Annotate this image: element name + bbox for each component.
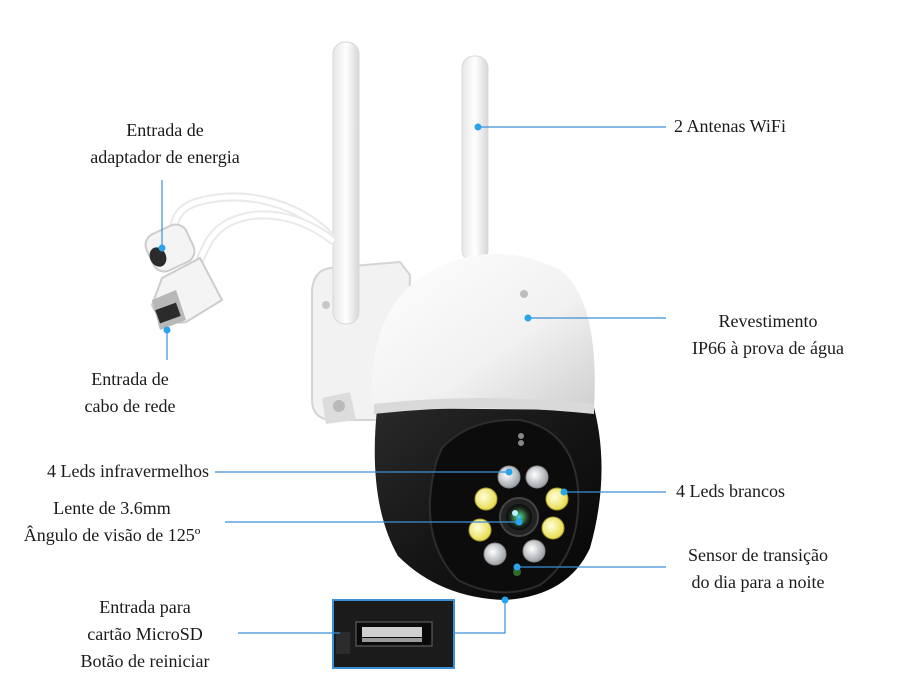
white-leds-line-1: 4 Leds brancos [676, 481, 785, 501]
callout-dots [158, 123, 568, 604]
callout-lens: Lente de 3.6mm Ângulo de visão de 125º [2, 495, 222, 549]
callout-ir-leds: 4 Leds infravermelhos [5, 458, 209, 485]
power-and-network-cables [170, 192, 337, 270]
callout-white-leds: 4 Leds brancos [676, 478, 876, 505]
housing-line-2: IP66 à prova de água [692, 338, 844, 358]
day-night-sensor-line-1: Sensor de transição [688, 545, 828, 565]
day-night-sensor-line-2: do dia para a noite [691, 572, 825, 592]
ir-leds-line-1: 4 Leds infravermelhos [47, 461, 209, 481]
rj45-network-jack [150, 256, 224, 330]
microsd-slot-inset [332, 599, 455, 669]
microsd-line-3: Botão de reiniciar [80, 651, 210, 671]
power-input-line-1: Entrada de [126, 120, 204, 140]
lens-line-1: Lente de 3.6mm [53, 498, 171, 518]
antennas-line-1: 2 Antenas WiFi [674, 116, 786, 136]
network-input-line-1: Entrada de [91, 369, 169, 389]
microsd-line-2: cartão MicroSD [87, 624, 203, 644]
callout-network-input: Entrada de cabo de rede [55, 366, 205, 420]
housing-line-1: Revestimento [718, 311, 818, 331]
callout-day-night-sensor: Sensor de transição do dia para a noite [668, 542, 848, 596]
network-input-line-2: cabo de rede [84, 396, 176, 416]
callout-microsd: Entrada para cartão MicroSD Botão de rei… [60, 594, 230, 675]
callout-power-input: Entrada de adaptador de energia [60, 117, 270, 171]
callout-housing: Revestimento IP66 à prova de água [668, 308, 868, 362]
power-input-line-2: adaptador de energia [90, 147, 240, 167]
led-ring [468, 465, 569, 576]
callout-antennas: 2 Antenas WiFi [674, 113, 874, 140]
microsd-line-1: Entrada para [99, 597, 191, 617]
lens-line-2: Ângulo de visão de 125º [23, 525, 201, 545]
callout-leaders [161, 126, 666, 634]
white-dome-housing [371, 253, 595, 414]
